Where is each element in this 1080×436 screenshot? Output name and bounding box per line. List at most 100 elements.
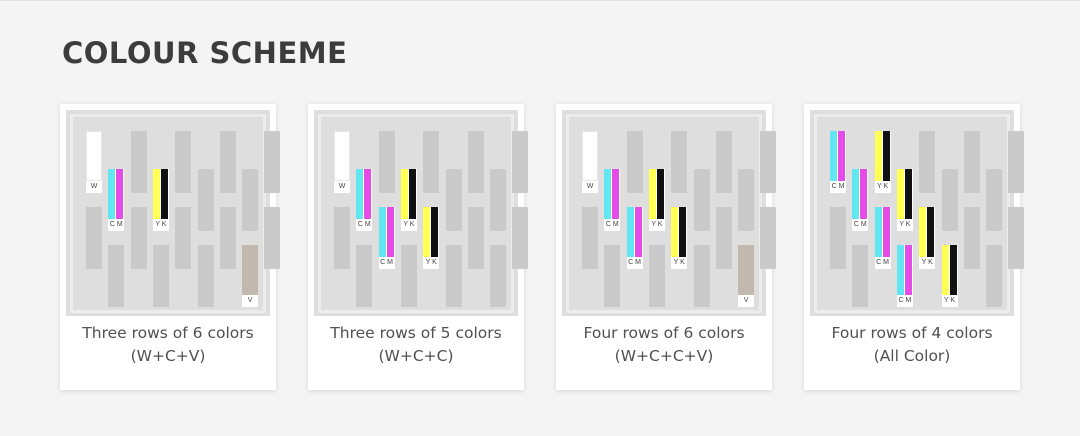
empty-head-slot bbox=[264, 131, 281, 193]
magenta-ink-strip bbox=[364, 169, 372, 219]
print-head-cyan-magenta: C M bbox=[830, 131, 846, 193]
print-head-cyan-magenta: C M bbox=[852, 169, 869, 231]
head-ink-label: Y K bbox=[921, 259, 933, 266]
white-ink-strip bbox=[86, 131, 102, 181]
print-head-cyan-magenta: C M bbox=[896, 245, 913, 307]
black-ink-strip bbox=[160, 169, 168, 219]
scheme-title: Four rows of 6 colors bbox=[583, 324, 745, 342]
empty-head-slot bbox=[963, 207, 980, 269]
print-head-cyan-magenta: C M bbox=[874, 207, 891, 269]
print-head-cyan-magenta: C M bbox=[378, 207, 395, 269]
empty-head-slot bbox=[582, 207, 598, 269]
empty-head-slot bbox=[467, 131, 484, 193]
empty-head-slot bbox=[175, 207, 192, 269]
empty-head-slot bbox=[1008, 207, 1025, 269]
yellow-ink-strip bbox=[648, 169, 656, 219]
head-ink-label: W bbox=[586, 183, 594, 190]
empty-head-slot bbox=[693, 245, 710, 307]
empty-head-slot bbox=[693, 169, 710, 231]
empty-head-slot bbox=[467, 207, 484, 269]
empty-head-slot bbox=[197, 245, 214, 307]
empty-head-slot bbox=[919, 131, 936, 193]
empty-head-slot bbox=[715, 207, 732, 269]
print-head-cyan-magenta: C M bbox=[604, 169, 621, 231]
empty-head-slot bbox=[512, 131, 529, 193]
empty-head-slot bbox=[242, 169, 259, 231]
empty-head-slot bbox=[490, 245, 507, 307]
yellow-ink-strip bbox=[941, 245, 949, 295]
print-head-yellow-black: Y K bbox=[896, 169, 913, 231]
cyan-ink-strip bbox=[378, 207, 386, 257]
head-ink-label: C M bbox=[605, 221, 619, 228]
white-ink-strip bbox=[334, 131, 350, 181]
scheme-title: Three rows of 6 colors bbox=[82, 324, 254, 342]
yellow-ink-strip bbox=[671, 207, 679, 257]
print-head-yellow-black: Y K bbox=[874, 131, 891, 193]
head-ink-label: C M bbox=[898, 297, 912, 304]
empty-head-slot bbox=[445, 169, 462, 231]
print-head-yellow-black: Y K bbox=[671, 207, 688, 269]
cyan-ink-strip bbox=[896, 245, 904, 295]
head-ink-label: W bbox=[90, 183, 98, 190]
magenta-ink-strip bbox=[386, 207, 394, 257]
cyan-ink-strip bbox=[356, 169, 364, 219]
scheme-caption: Three rows of 6 colors (W+C+V) bbox=[60, 322, 276, 368]
scheme-subtitle: (All Color) bbox=[873, 347, 951, 365]
empty-head-slot bbox=[197, 169, 214, 231]
empty-head-slot bbox=[626, 131, 643, 193]
black-ink-strip bbox=[431, 207, 439, 257]
empty-head-slot bbox=[512, 207, 529, 269]
head-ink-label: Y K bbox=[425, 259, 437, 266]
scheme-caption: Four rows of 6 colors (W+C+C+V) bbox=[556, 322, 772, 368]
yellow-ink-strip bbox=[423, 207, 431, 257]
empty-head-slot bbox=[445, 245, 462, 307]
magenta-ink-strip bbox=[860, 169, 868, 219]
head-ink-label: C M bbox=[357, 221, 371, 228]
print-head-yellow-black: Y K bbox=[941, 245, 958, 307]
empty-head-slot bbox=[334, 207, 350, 269]
yellow-ink-strip bbox=[919, 207, 927, 257]
empty-head-slot bbox=[830, 207, 846, 269]
empty-head-slot bbox=[941, 169, 958, 231]
magenta-ink-strip bbox=[838, 131, 845, 181]
scheme-subtitle: (W+C+V) bbox=[130, 347, 206, 365]
empty-head-slot bbox=[356, 245, 373, 307]
cyan-ink-strip bbox=[874, 207, 882, 257]
empty-head-slot bbox=[400, 245, 417, 307]
scheme-subtitle: (W+C+C) bbox=[378, 347, 454, 365]
yellow-ink-strip bbox=[874, 131, 882, 181]
magenta-ink-strip bbox=[882, 207, 890, 257]
yellow-ink-strip bbox=[152, 169, 160, 219]
magenta-ink-strip bbox=[904, 245, 912, 295]
scheme-subtitle: (W+C+C+V) bbox=[614, 347, 714, 365]
print-head-cyan-magenta: C M bbox=[626, 207, 643, 269]
magenta-ink-strip bbox=[116, 169, 124, 219]
varnish-ink-strip bbox=[242, 245, 259, 295]
printhead-tray: C M Y K C M Y K C M Y K C M Y K bbox=[814, 114, 1025, 313]
scheme-card: C M Y K C M Y K C M Y K C M Y K Four rows of 4 … bbox=[804, 104, 1025, 390]
black-ink-strip bbox=[904, 169, 912, 219]
yellow-ink-strip bbox=[896, 169, 904, 219]
white-ink-strip bbox=[582, 131, 598, 181]
print-head-white: W bbox=[582, 131, 598, 193]
head-ink-label: Y K bbox=[155, 221, 167, 228]
cyan-ink-strip bbox=[108, 169, 116, 219]
empty-head-slot bbox=[175, 131, 192, 193]
empty-head-slot bbox=[152, 245, 169, 307]
empty-head-slot bbox=[671, 131, 688, 193]
print-head-yellow-black: Y K bbox=[919, 207, 936, 269]
empty-head-slot bbox=[130, 207, 147, 269]
empty-head-slot bbox=[760, 207, 777, 269]
head-ink-label: C M bbox=[380, 259, 394, 266]
print-head-white: W bbox=[334, 131, 350, 193]
empty-head-slot bbox=[852, 245, 869, 307]
empty-head-slot bbox=[490, 169, 507, 231]
print-head-yellow-black: Y K bbox=[152, 169, 169, 231]
scheme-title: Three rows of 5 colors bbox=[330, 324, 502, 342]
head-ink-label: Y K bbox=[943, 297, 956, 304]
scheme-caption: Four rows of 4 colors (All Color) bbox=[804, 322, 1020, 368]
